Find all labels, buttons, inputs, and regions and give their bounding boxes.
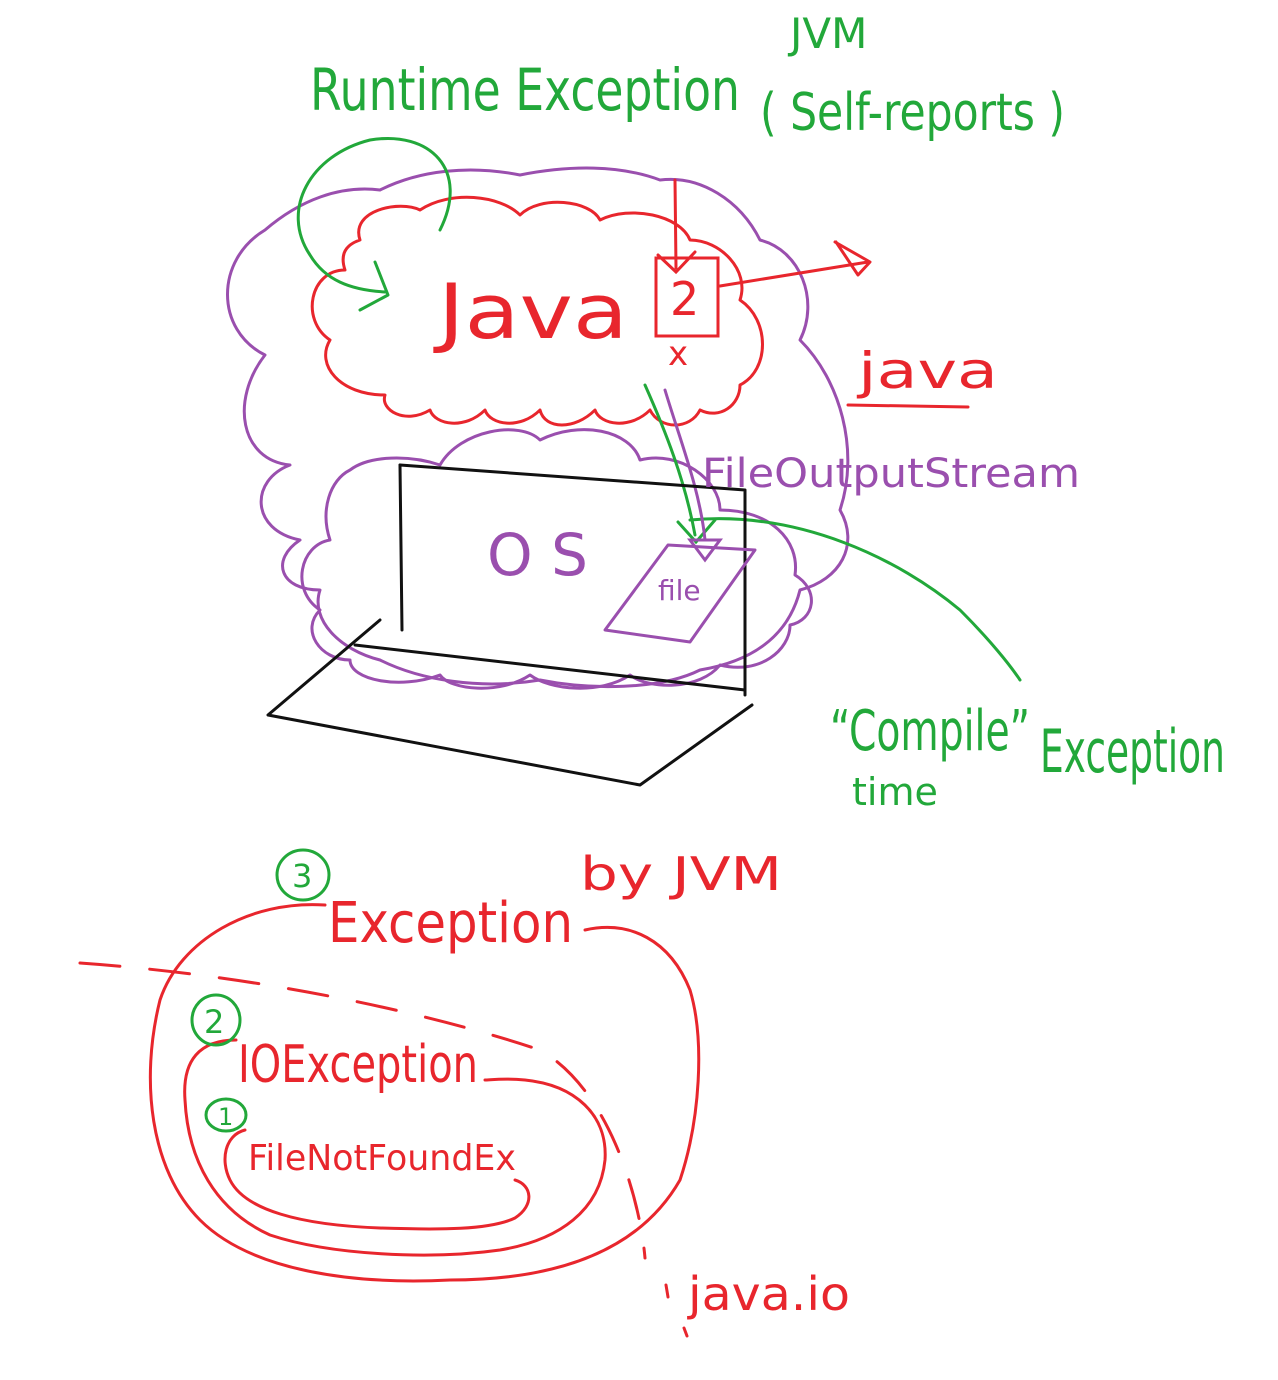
file-not-found-number: 1 bbox=[218, 1103, 233, 1131]
java-io-tick-marks bbox=[664, 1283, 689, 1338]
compile-exception-label: Exception bbox=[1040, 717, 1225, 787]
jvm-label-top: JVM bbox=[787, 9, 867, 58]
java-cloud-outline bbox=[310, 195, 764, 427]
file-not-found-loop bbox=[223, 1128, 531, 1231]
cross-mark: x bbox=[668, 334, 688, 374]
box-2-frame bbox=[654, 256, 720, 338]
exception-number: 3 bbox=[292, 857, 312, 895]
file-icon bbox=[603, 543, 757, 644]
java-label: Java bbox=[433, 267, 628, 356]
checked-unchecked-divider bbox=[78, 961, 647, 1260]
compile-label: “Compile” bbox=[830, 699, 1030, 764]
self-reports-label: ( Self-reports ) bbox=[760, 83, 1065, 143]
io-exception-number-circle bbox=[190, 993, 242, 1047]
io-exception-label: IOException bbox=[238, 1035, 478, 1095]
exception-number-circle bbox=[275, 848, 331, 902]
java-io-label: java.io bbox=[687, 1267, 850, 1321]
io-exception-number: 2 bbox=[204, 1003, 224, 1041]
java-to-file-arrow bbox=[643, 383, 717, 545]
runtime-loop-arrow bbox=[296, 137, 452, 294]
time-label: time bbox=[852, 770, 938, 814]
by-jvm-label: by JVM bbox=[580, 847, 782, 901]
java-lowercase-underline bbox=[846, 403, 970, 409]
laptop-icon bbox=[266, 463, 754, 787]
java-lowercase-label: java bbox=[857, 342, 998, 400]
io-exception-loop bbox=[183, 1038, 607, 1257]
os-label: O S bbox=[487, 521, 588, 589]
stream-to-file-arrow bbox=[663, 388, 723, 563]
box-number-label: 2 bbox=[670, 272, 699, 326]
exception-outer-loop bbox=[148, 903, 701, 1283]
file-not-found-number-circle bbox=[204, 1097, 248, 1133]
exception-label: Exception bbox=[328, 891, 573, 956]
file-not-found-label: FileNotFoundEx bbox=[248, 1138, 516, 1179]
os-cloud-outline bbox=[300, 428, 813, 690]
file-label: file bbox=[658, 574, 701, 607]
jvm-cloud-outline bbox=[226, 166, 850, 689]
runtime-loop-arrowhead bbox=[358, 260, 390, 312]
runtime-exception-label: Runtime Exception bbox=[310, 56, 740, 124]
file-to-compile-curve bbox=[688, 517, 1022, 682]
box-to-right-arrow bbox=[718, 240, 872, 288]
file-output-stream-label: FileOutputStream bbox=[702, 451, 1080, 497]
